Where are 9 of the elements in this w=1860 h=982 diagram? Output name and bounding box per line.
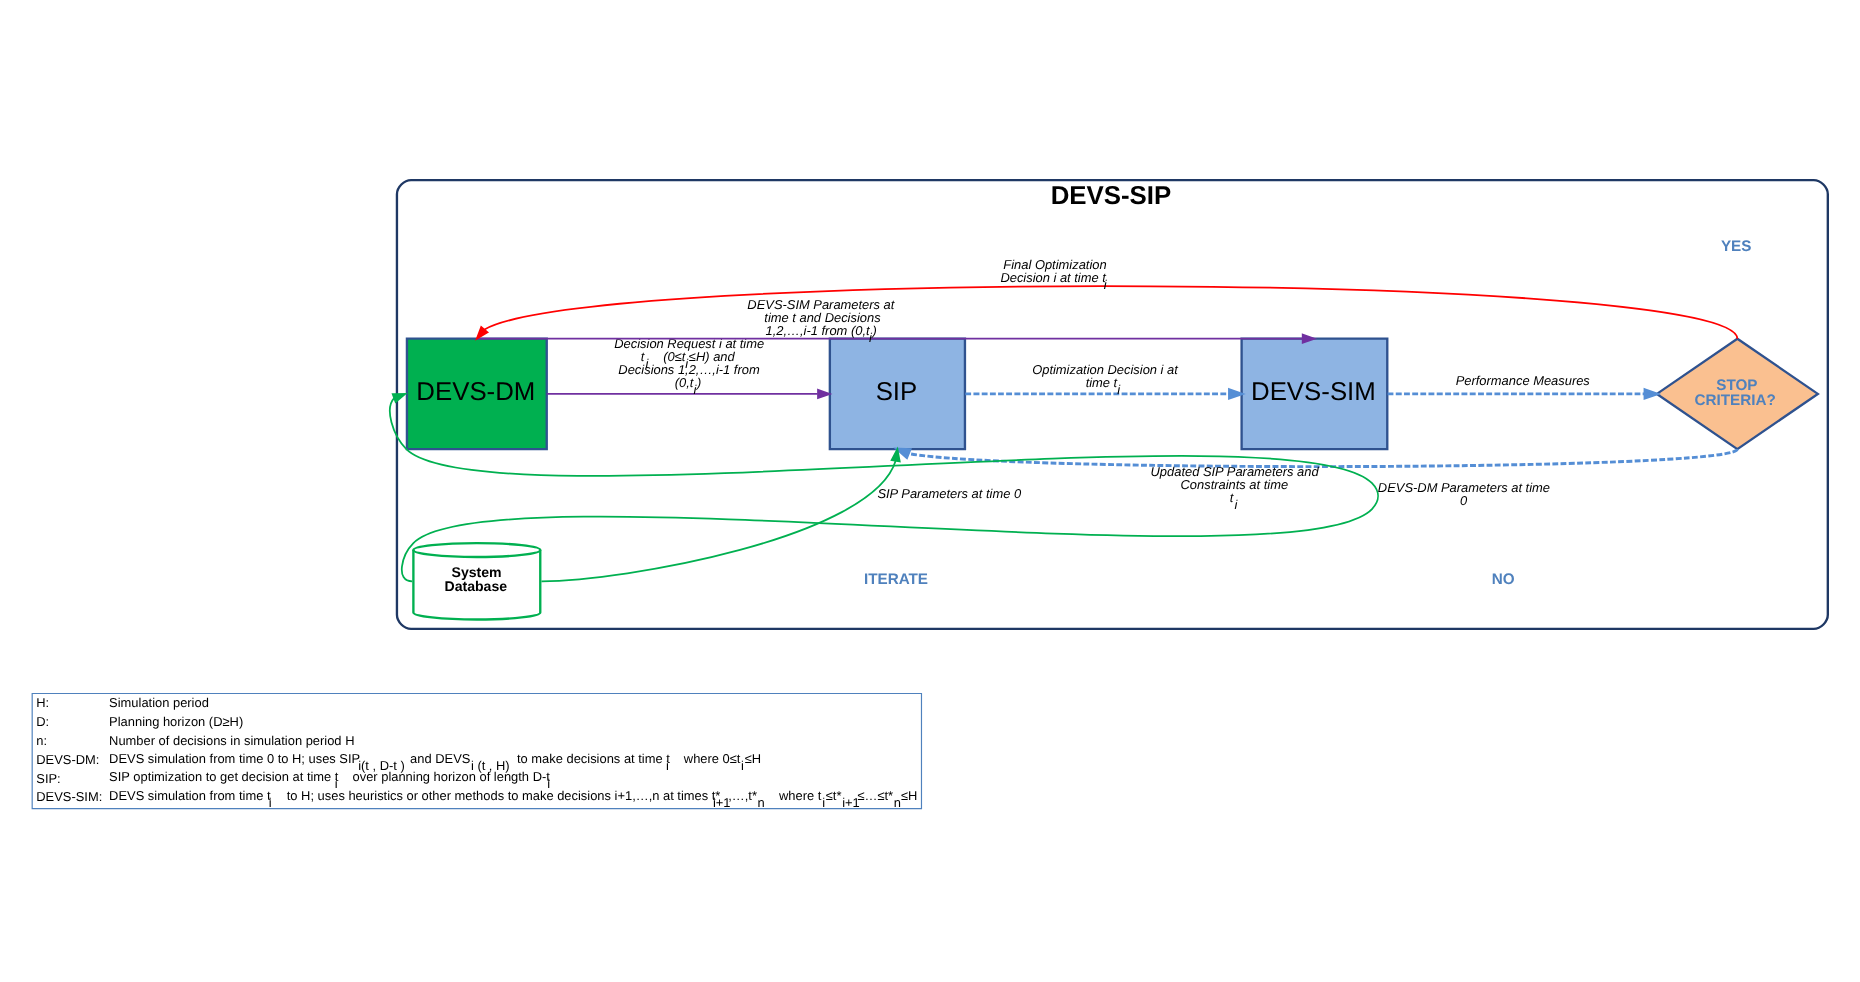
arrow [545, 387, 833, 399]
arrow [1387, 386, 1662, 400]
arrow [475, 332, 1318, 344]
arrow [965, 386, 1246, 400]
node-box: DEVS-DM [405, 336, 548, 450]
node-box: DEVS-SIM [1240, 336, 1389, 450]
arrow [893, 446, 1738, 467]
arrow [540, 445, 901, 582]
arrow [475, 284, 1739, 340]
